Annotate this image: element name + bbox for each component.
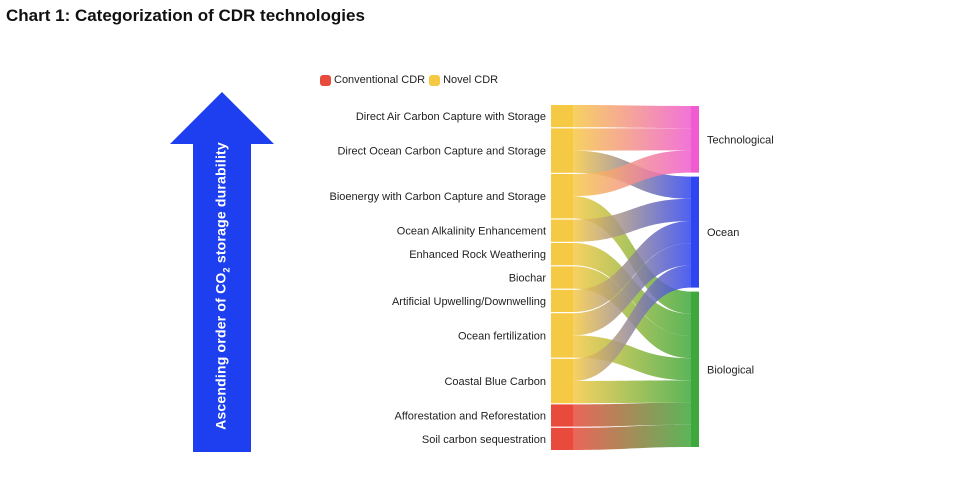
source-node-direct-air-carbon-capture-with-storage — [551, 105, 573, 128]
legend-item-novel: Novel CDR — [429, 74, 498, 86]
source-label-direct-air-carbon-capture-with-storage: Direct Air Carbon Capture with Storage — [356, 111, 546, 123]
link-ocean-fertilization-to-biological — [573, 335, 691, 381]
legend-label-novel: Novel CDR — [443, 74, 499, 86]
source-node-ocean-alkalinity-enhancement — [551, 219, 573, 242]
source-label-artificial-upwelling-downwelling: Artificial Upwelling/Downwelling — [392, 296, 546, 308]
link-artificial-upwelling-downwelling-to-ocean — [573, 221, 691, 312]
source-label-biochar: Biochar — [509, 273, 547, 285]
source-label-afforestation-and-reforestation: Afforestation and Reforestation — [395, 411, 546, 423]
source-node-afforestation-and-reforestation — [551, 404, 573, 427]
link-soil-carbon-sequestration-to-biological — [573, 424, 691, 450]
durability-arrow — [170, 92, 274, 452]
legend: Conventional CDR Novel CDR — [320, 74, 502, 86]
target-label-technological: Technological — [707, 134, 774, 146]
chart-title: Chart 1: Categorization of CDR technolog… — [6, 6, 365, 25]
source-node-ocean-fertilization — [551, 313, 573, 358]
link-direct-ocean-carbon-capture-and-storage-to-technological — [573, 128, 691, 151]
source-label-coastal-blue-carbon: Coastal Blue Carbon — [444, 376, 546, 388]
link-ocean-fertilization-to-ocean — [573, 243, 691, 336]
target-label-ocean: Ocean — [707, 227, 739, 239]
source-label-enhanced-rock-weathering: Enhanced Rock Weathering — [409, 249, 546, 261]
link-direct-air-carbon-capture-with-storage-to-technological — [573, 105, 691, 129]
source-label-soil-carbon-sequestration: Soil carbon sequestration — [422, 434, 546, 446]
legend-item-conventional: Conventional CDR — [320, 74, 425, 86]
source-node-direct-ocean-carbon-capture-and-storage — [551, 128, 573, 173]
source-label-bioenergy-with-carbon-capture-and-storage: Bioenergy with Carbon Capture and Storag… — [330, 191, 546, 203]
source-node-bioenergy-with-carbon-capture-and-storage — [551, 174, 573, 219]
legend-label-conventional: Conventional CDR — [334, 74, 426, 86]
legend-swatch-novel — [429, 74, 441, 86]
source-node-soil-carbon-sequestration — [551, 427, 573, 450]
source-label-direct-ocean-carbon-capture-and-storage: Direct Ocean Carbon Capture and Storage — [337, 146, 546, 158]
legend-swatch-conventional — [320, 74, 331, 86]
source-node-coastal-blue-carbon — [551, 358, 573, 404]
target-node-ocean — [691, 176, 699, 288]
up-arrow-icon — [170, 92, 274, 452]
link-coastal-blue-carbon-to-biological — [573, 380, 691, 404]
source-node-biochar — [551, 266, 573, 289]
target-label-biological: Biological — [707, 364, 754, 376]
link-afforestation-and-reforestation-to-biological — [573, 402, 691, 427]
sankey-links — [573, 105, 691, 450]
target-node-biological — [691, 291, 699, 447]
source-label-ocean-alkalinity-enhancement: Ocean Alkalinity Enhancement — [397, 226, 546, 238]
link-bioenergy-with-carbon-capture-and-storage-to-technological — [573, 150, 691, 197]
source-node-enhanced-rock-weathering — [551, 243, 573, 266]
link-ocean-alkalinity-enhancement-to-ocean — [573, 198, 691, 242]
target-node-technological — [691, 106, 699, 173]
source-label-ocean-fertilization: Ocean fertilization — [458, 330, 546, 342]
source-node-artificial-upwelling-downwelling — [551, 289, 573, 312]
link-coastal-blue-carbon-to-ocean — [573, 265, 691, 381]
